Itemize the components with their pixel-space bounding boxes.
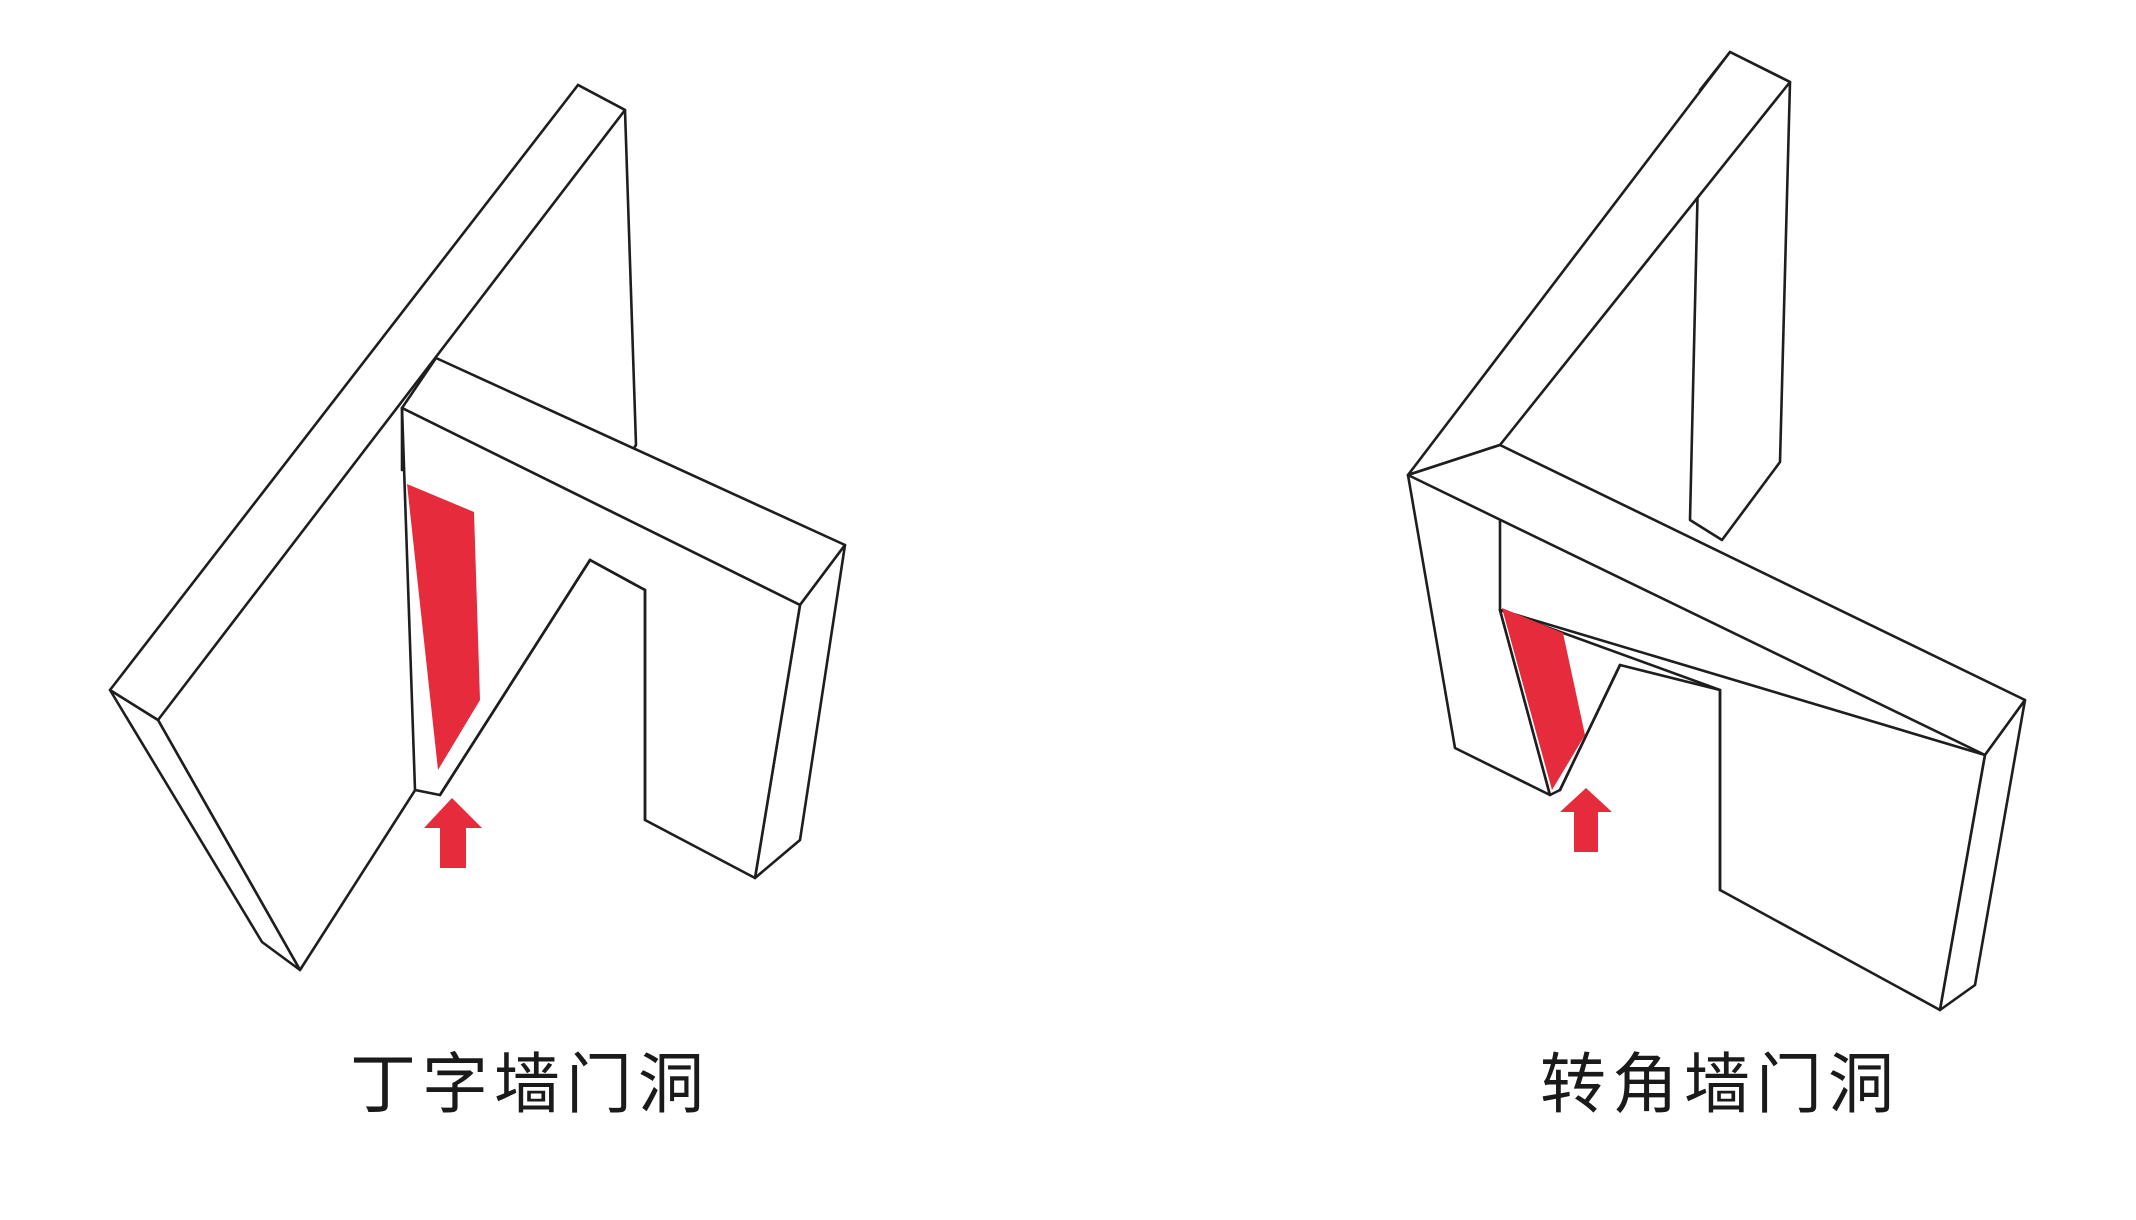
highlighted-door-jamb xyxy=(407,484,480,770)
front-wall-end-face xyxy=(1938,698,2027,1012)
t-wall-diagram xyxy=(108,83,847,972)
up-arrow-icon xyxy=(1560,788,1612,852)
main-wall-top-face xyxy=(108,83,627,722)
corner-door-inner-line xyxy=(1558,663,1622,792)
door-head-line xyxy=(588,558,647,592)
corner-wall-diagram xyxy=(1406,50,2027,1012)
up-arrow-icon xyxy=(424,798,482,868)
highlighted-corner-jamb xyxy=(1502,608,1585,790)
t-wall-caption: 丁字墙门洞 xyxy=(350,1046,710,1123)
door-inner-jamb-line xyxy=(438,558,592,797)
corner-wall-caption: 转角墙门洞 xyxy=(1540,1046,1900,1123)
